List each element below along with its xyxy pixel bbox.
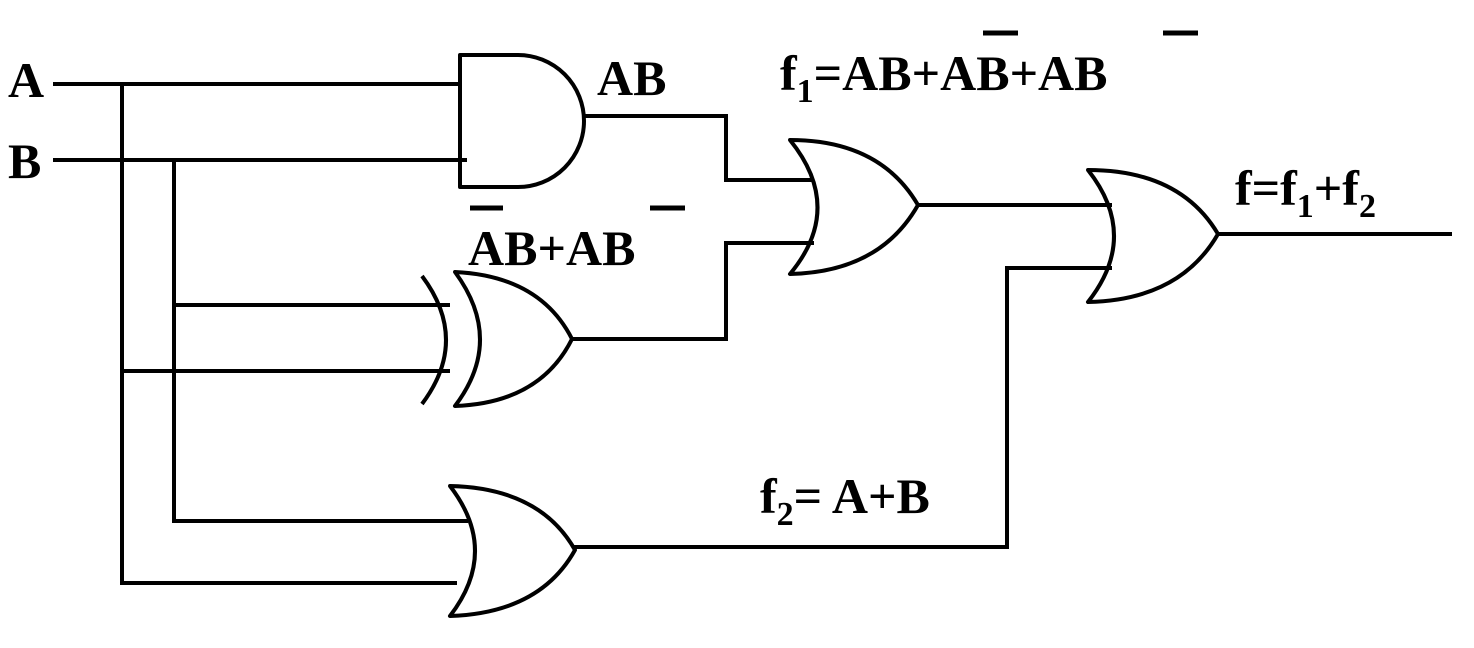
wire-input-b	[53, 158, 468, 523]
input-label-a: A	[8, 52, 44, 108]
or-gate-f2	[448, 484, 577, 618]
xor-output-label: AB+AB	[468, 205, 685, 276]
or-gate-f	[1086, 168, 1220, 304]
f2-label: f2= A+B	[760, 468, 930, 533]
wire-f2-to-or-f	[573, 266, 1112, 549]
and-gate	[458, 53, 586, 189]
wire-input-a	[53, 82, 462, 585]
wire-xor-to-or-f1	[571, 241, 814, 341]
f1-label: f1=AB+AB+AB	[780, 30, 1198, 110]
input-label-b: B	[8, 133, 41, 189]
svg-text:AB+AB: AB+AB	[468, 220, 635, 276]
wire-and-to-or-f1	[583, 114, 814, 182]
f-output-label: f=f1+f2	[1235, 160, 1376, 225]
and-output-label: AB	[597, 50, 666, 106]
xor-gate	[420, 270, 574, 408]
svg-text:f1=AB+AB+AB: f1=AB+AB+AB	[780, 45, 1108, 110]
or-gate-f1	[788, 138, 920, 276]
